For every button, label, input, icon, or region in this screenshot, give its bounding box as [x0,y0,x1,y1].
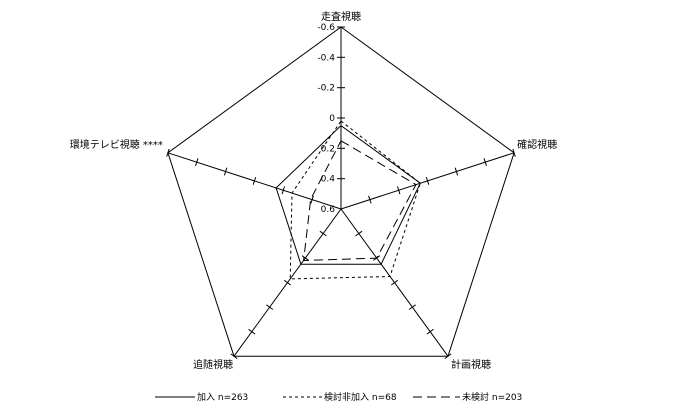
axis-tick [252,176,257,185]
axis-tick [355,230,363,237]
tick-label: 0.2 [321,144,335,154]
tick-label: 0 [329,114,335,124]
axis-tick [310,195,314,204]
axis-label: 環境テレビ視聴 **** [70,138,163,151]
axis-label: 計画視聴 [451,358,491,371]
series-line [303,140,417,262]
axis-tick [230,353,238,360]
axis-tick [284,279,291,286]
tick-label: -0.6 [317,23,335,33]
legend-label: 検討非加入 n=68 [324,391,397,403]
tick-label: -0.4 [317,53,335,63]
axis-tick [426,328,434,335]
tick-label: 0.4 [321,175,336,185]
axis-label: 確認視聴 [517,138,557,151]
axis-tick [319,230,327,237]
tick-label: -0.2 [317,84,335,94]
axis-tick [512,148,516,157]
axis-label: 追随視聴 [193,358,233,371]
axis-tick [454,167,459,176]
legend-label: 未検討 n=203 [462,391,522,403]
axis-tick [408,304,416,310]
axis-tick [444,353,452,360]
axis-tick [397,186,401,195]
axis-tick [368,195,372,204]
axis-tick [391,279,398,286]
axis-tick [166,148,170,157]
tick-label: 0.6 [321,205,336,215]
axis-tick [425,176,430,185]
legend-label: 加入 n=263 [197,392,248,403]
axis-tick [483,158,487,167]
outer-frame [167,26,515,357]
axis-tick [281,186,285,195]
axis-tick [195,158,199,167]
axis-tick [248,328,256,335]
axis-tick [223,167,228,176]
series-line [289,120,421,280]
axis-label: 走査視聴 [321,10,361,23]
series-line [275,124,421,265]
axis-tick [266,304,274,310]
axis-tick [301,255,309,261]
